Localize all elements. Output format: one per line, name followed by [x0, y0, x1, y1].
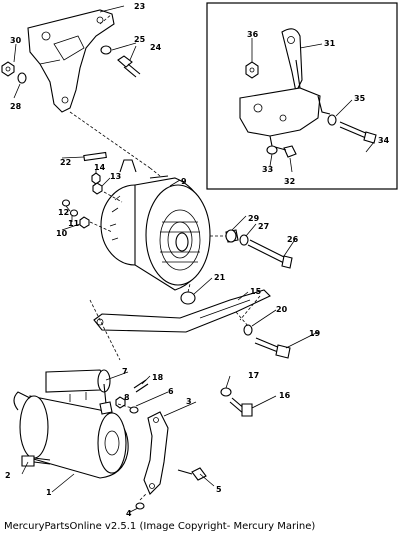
bolt-16 — [229, 397, 253, 417]
callout-2: 2 — [5, 471, 11, 480]
callout-12: 12 — [58, 208, 69, 217]
callout-13: 13 — [110, 172, 121, 181]
callout-8: 8 — [124, 393, 130, 402]
washer-27 — [239, 234, 249, 246]
bolt-5 — [177, 467, 207, 481]
inset-bolt-34 — [339, 121, 377, 144]
callout-31: 31 — [324, 39, 336, 48]
callout-5: 5 — [216, 485, 222, 494]
nut-14 — [91, 172, 101, 185]
washer-12 — [61, 199, 71, 207]
callout-3: 3 — [186, 397, 192, 406]
nut-13 — [92, 182, 103, 195]
callout-15: 15 — [250, 287, 262, 296]
parts-exploded-diagram: 23 25 24 30 28 22 14 13 9 12 11 10 29 27… — [1, 2, 398, 518]
upper-bracket-23 — [27, 9, 115, 113]
callout-34: 34 — [378, 136, 390, 145]
callout-29: 29 — [248, 214, 260, 223]
callout-33: 33 — [262, 165, 273, 174]
stud-18 — [133, 379, 149, 393]
callout-28: 28 — [10, 102, 22, 111]
callout-4: 4 — [126, 509, 132, 518]
callout-22: 22 — [60, 158, 71, 167]
callout-7: 7 — [122, 367, 128, 376]
callout-10: 10 — [56, 229, 68, 238]
washer-11 — [69, 209, 79, 217]
bolt-2 — [21, 455, 51, 467]
image-caption: MercuryPartsOnline v2.5.1 (Image Copyrig… — [4, 521, 316, 532]
washer-25 — [100, 45, 112, 55]
bolt-24 — [117, 55, 141, 78]
callout-14: 14 — [94, 163, 106, 172]
callout-1: 1 — [46, 488, 52, 497]
nut-8 — [115, 396, 126, 409]
support-bracket-3 — [143, 411, 169, 495]
callout-36: 36 — [247, 30, 259, 39]
solenoid-terminal-7 — [99, 383, 113, 415]
callout-19: 19 — [309, 329, 321, 338]
washer-4 — [135, 502, 145, 510]
inset-nut-36 — [245, 61, 259, 79]
callout-24: 24 — [150, 43, 162, 52]
callout-23: 23 — [134, 2, 145, 11]
inset-frame — [206, 2, 398, 190]
nut-10 — [79, 216, 90, 229]
bolt-19 — [254, 337, 291, 359]
starter-motor-1 — [13, 369, 129, 479]
spacer-21 — [180, 291, 196, 305]
callout-26: 26 — [287, 235, 299, 244]
callout-18: 18 — [152, 373, 164, 382]
pin-22 — [83, 151, 107, 162]
callout-35: 35 — [354, 94, 366, 103]
callout-21: 21 — [214, 273, 226, 282]
washer-17 — [220, 387, 232, 397]
washer-28 — [17, 72, 27, 84]
washer-20 — [243, 324, 253, 336]
callout-32: 32 — [284, 177, 295, 186]
callout-25: 25 — [134, 35, 146, 44]
washer-6 — [129, 406, 139, 414]
callout-17: 17 — [248, 371, 259, 380]
nut-30 — [1, 61, 15, 77]
callout-16: 16 — [279, 391, 291, 400]
bolt-26 — [247, 239, 293, 269]
brace-15 — [93, 289, 271, 333]
callout-20: 20 — [276, 305, 288, 314]
callout-11: 11 — [68, 219, 80, 228]
spacer-29 — [225, 229, 239, 243]
leader-lines — [13, 5, 375, 513]
inset-bolt-32 — [274, 145, 297, 158]
callout-6: 6 — [168, 387, 174, 396]
inset-bracket — [239, 28, 331, 147]
callout-27: 27 — [258, 222, 269, 231]
inset-washer-35 — [327, 114, 337, 126]
callout-30: 30 — [10, 36, 22, 45]
callout-9: 9 — [181, 177, 187, 186]
alternator-9 — [100, 159, 211, 291]
